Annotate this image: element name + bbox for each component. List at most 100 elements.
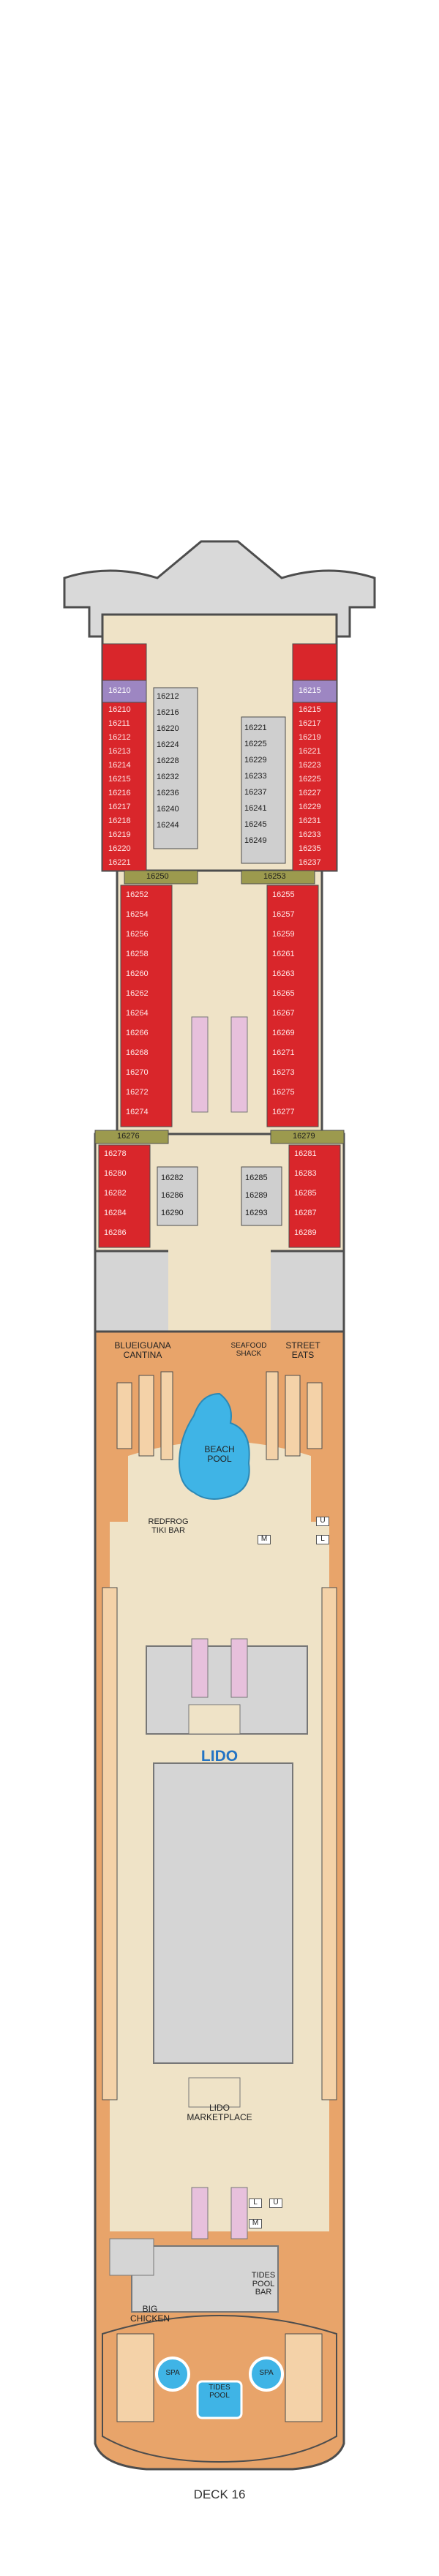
- cabin-right-mid[interactable]: 16259: [272, 930, 295, 939]
- cabin-left-low[interactable]: 16282: [104, 1189, 127, 1198]
- cabin-left-mid[interactable]: 16270: [126, 1068, 149, 1077]
- cabin-right-outer[interactable]: 16229: [299, 803, 321, 811]
- cabin-right-inner[interactable]: 16245: [244, 820, 267, 829]
- cabin-left-inner[interactable]: 16240: [157, 805, 179, 814]
- cabin-right-low[interactable]: 16281: [294, 1149, 317, 1158]
- bow-structure: [63, 540, 376, 638]
- cabin-left-mid[interactable]: 16260: [126, 969, 149, 978]
- cabin-left-inner[interactable]: 16216: [157, 708, 179, 717]
- cabin-right-outer[interactable]: 16223: [299, 761, 321, 770]
- cabin-left-inner[interactable]: 16228: [157, 756, 179, 765]
- cabin-left-outer[interactable]: 16218: [108, 816, 131, 825]
- tides-pool: [196, 2380, 243, 2419]
- cabin-left-outer[interactable]: 16210: [108, 705, 131, 714]
- cabin-right-mid[interactable]: 16257: [272, 910, 295, 919]
- venue-big-chicken: BIG CHICKEN: [130, 2304, 170, 2324]
- cabin-right-inner[interactable]: 16233: [244, 772, 267, 781]
- cabin-right-inner[interactable]: 16237: [244, 788, 267, 797]
- venue-redfrog: REDFROG TIKI BAR: [148, 1517, 189, 1535]
- cabin-right-lower-inner[interactable]: 16293: [245, 1209, 268, 1217]
- cabin-right-lower-inner[interactable]: 16289: [245, 1191, 268, 1200]
- cabin-right-outer[interactable]: 16217: [299, 719, 321, 728]
- cabin-left-outer[interactable]: 16221: [108, 858, 131, 867]
- cabin-olive-right-mid[interactable]: 16253: [263, 872, 286, 881]
- cabin-left-inner[interactable]: 16236: [157, 789, 179, 797]
- cabin-left-mid[interactable]: 16252: [126, 890, 149, 899]
- cabin-right-outer[interactable]: 16219: [299, 733, 321, 742]
- cabin-right-mid[interactable]: 16261: [272, 950, 295, 958]
- venue-lido-marketplace: LIDO MARKETPLACE: [187, 2103, 252, 2122]
- cabin-left-mid[interactable]: 16258: [126, 950, 149, 958]
- cabin-right-mid[interactable]: 16271: [272, 1048, 295, 1057]
- cabin-left-inner[interactable]: 16224: [157, 740, 179, 749]
- venue-tides-pool: TIDES POOL: [209, 2384, 230, 2400]
- venue-street-eats: STREET EATS: [285, 1340, 320, 1360]
- cabin-right-lower-inner[interactable]: 16285: [245, 1174, 268, 1182]
- cabin-left-mid[interactable]: 16264: [126, 1009, 149, 1018]
- cabin-right-mid[interactable]: 16255: [272, 890, 295, 899]
- cabin-left-outer[interactable]: 16219: [108, 830, 131, 839]
- cabin-right-inner[interactable]: 16241: [244, 804, 267, 813]
- cabin-right-mid[interactable]: 16265: [272, 989, 295, 998]
- cabin-right-low[interactable]: 16283: [294, 1169, 317, 1178]
- cabin-right-mid[interactable]: 16263: [272, 969, 295, 978]
- cabin-left-outer[interactable]: 16220: [108, 844, 131, 853]
- cabin-right-low[interactable]: 16289: [294, 1228, 317, 1237]
- cabin-right-mid[interactable]: 16269: [272, 1029, 295, 1037]
- cabin-left-outer[interactable]: 16217: [108, 803, 131, 811]
- cabin-right-inner[interactable]: 16249: [244, 836, 267, 845]
- cabin-right-inner[interactable]: 16221: [244, 724, 267, 732]
- ladies-restroom: L: [316, 1535, 329, 1544]
- cabin-right-low[interactable]: 16287: [294, 1209, 317, 1217]
- cabin-right-mid[interactable]: 16277: [272, 1108, 295, 1116]
- spa-right: [249, 2357, 284, 2392]
- cabin-left-outer[interactable]: 16212: [108, 733, 131, 742]
- cabin-left-mid[interactable]: 16256: [126, 930, 149, 939]
- cabin-right-outer[interactable]: 16215: [299, 705, 321, 714]
- cabin-left-outer[interactable]: 16215: [108, 775, 131, 784]
- cabin-right-outer[interactable]: 16231: [299, 816, 321, 825]
- cabin-left-low[interactable]: 16278: [104, 1149, 127, 1158]
- cabin-left-lower-inner[interactable]: 16290: [161, 1209, 184, 1217]
- cabin-left-inner[interactable]: 16244: [157, 821, 179, 830]
- cabin-left-mid[interactable]: 16266: [126, 1029, 149, 1037]
- cabin-left-outer[interactable]: 16214: [108, 761, 131, 770]
- cabin-left-mid[interactable]: 16254: [126, 910, 149, 919]
- cabin-left-lower-inner[interactable]: 16282: [161, 1174, 184, 1182]
- cabin-left-outer[interactable]: 16213: [108, 747, 131, 756]
- venue-lido: LIDO: [200, 1748, 239, 1765]
- cabin-right-outer[interactable]: 16225: [299, 775, 321, 784]
- cabin-right-inner[interactable]: 16229: [244, 756, 267, 765]
- cabin-olive-left-mid[interactable]: 16250: [146, 872, 169, 881]
- cabin-right-mid[interactable]: 16275: [272, 1088, 295, 1097]
- cabin-left-outer[interactable]: 16211: [108, 719, 130, 728]
- cabin-olive-right-low[interactable]: 16279: [293, 1132, 315, 1141]
- cabin-left-mid[interactable]: 16262: [126, 989, 149, 998]
- cabin-left-low[interactable]: 16280: [104, 1169, 127, 1178]
- cabin-right-outer[interactable]: 16221: [299, 747, 321, 756]
- cabin-right-inner[interactable]: 16225: [244, 740, 267, 748]
- cabin-right-outer[interactable]: 16227: [299, 789, 321, 797]
- cabin-right-mid[interactable]: 16273: [272, 1068, 295, 1077]
- cabin-left-low[interactable]: 16286: [104, 1228, 127, 1237]
- cabin-olive-left-low[interactable]: 16276: [117, 1132, 140, 1141]
- men-restroom-aft: M: [249, 2219, 262, 2228]
- cabin-left-outer[interactable]: 16216: [108, 789, 131, 797]
- cabin-right-low[interactable]: 16285: [294, 1189, 317, 1198]
- cabin-left-lower-inner[interactable]: 16286: [161, 1191, 184, 1200]
- cabin-left-mid[interactable]: 16272: [126, 1088, 149, 1097]
- cabin-right-outer[interactable]: 16237: [299, 858, 321, 867]
- cabin-purple-left[interactable]: 16210: [108, 686, 131, 695]
- cabin-left-low[interactable]: 16284: [104, 1209, 127, 1217]
- cabin-right-mid[interactable]: 16267: [272, 1009, 295, 1018]
- cabin-left-inner[interactable]: 16220: [157, 724, 179, 733]
- cabin-right-outer[interactable]: 16235: [299, 844, 321, 853]
- cabin-right-outer[interactable]: 16233: [299, 830, 321, 839]
- cabin-left-mid[interactable]: 16274: [126, 1108, 149, 1116]
- cabin-left-mid[interactable]: 16268: [126, 1048, 149, 1057]
- cabin-left-inner[interactable]: 16232: [157, 773, 179, 781]
- cabin-left-inner[interactable]: 16212: [157, 692, 179, 701]
- venue-tides-pool-bar: TIDES POOL BAR: [251, 2271, 276, 2297]
- cabin-purple-right[interactable]: 16215: [299, 686, 321, 695]
